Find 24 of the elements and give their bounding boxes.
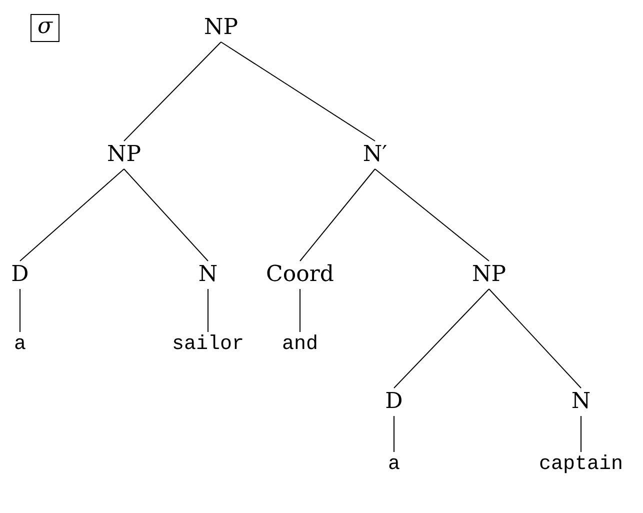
- word-label: and: [282, 335, 318, 355]
- category-label: NP: [106, 144, 142, 166]
- category-label: NP: [204, 17, 238, 39]
- category-label: D: [385, 391, 403, 413]
- word-label: captain: [539, 455, 623, 475]
- tree-branch: [394, 288, 490, 388]
- tree-branch: [124, 42, 222, 142]
- word-label: a: [14, 335, 26, 355]
- tree-branch: [374, 168, 490, 262]
- tree-branch: [488, 288, 582, 388]
- tree-branch: [20, 168, 124, 262]
- category-label: N′: [362, 144, 388, 166]
- category-label: Coord: [266, 264, 334, 286]
- tree-branch: [580, 416, 582, 452]
- category-label: D: [11, 264, 29, 286]
- category-label: NP: [472, 264, 506, 286]
- category-label: N: [198, 264, 218, 286]
- tree-branch: [220, 42, 376, 142]
- word-label: a: [388, 455, 400, 475]
- category-label: N: [571, 391, 591, 413]
- boxed-symbol: σ: [30, 14, 60, 42]
- tree-branch: [124, 168, 208, 262]
- tree-branch: [300, 168, 376, 262]
- word-label: sailor: [172, 335, 244, 355]
